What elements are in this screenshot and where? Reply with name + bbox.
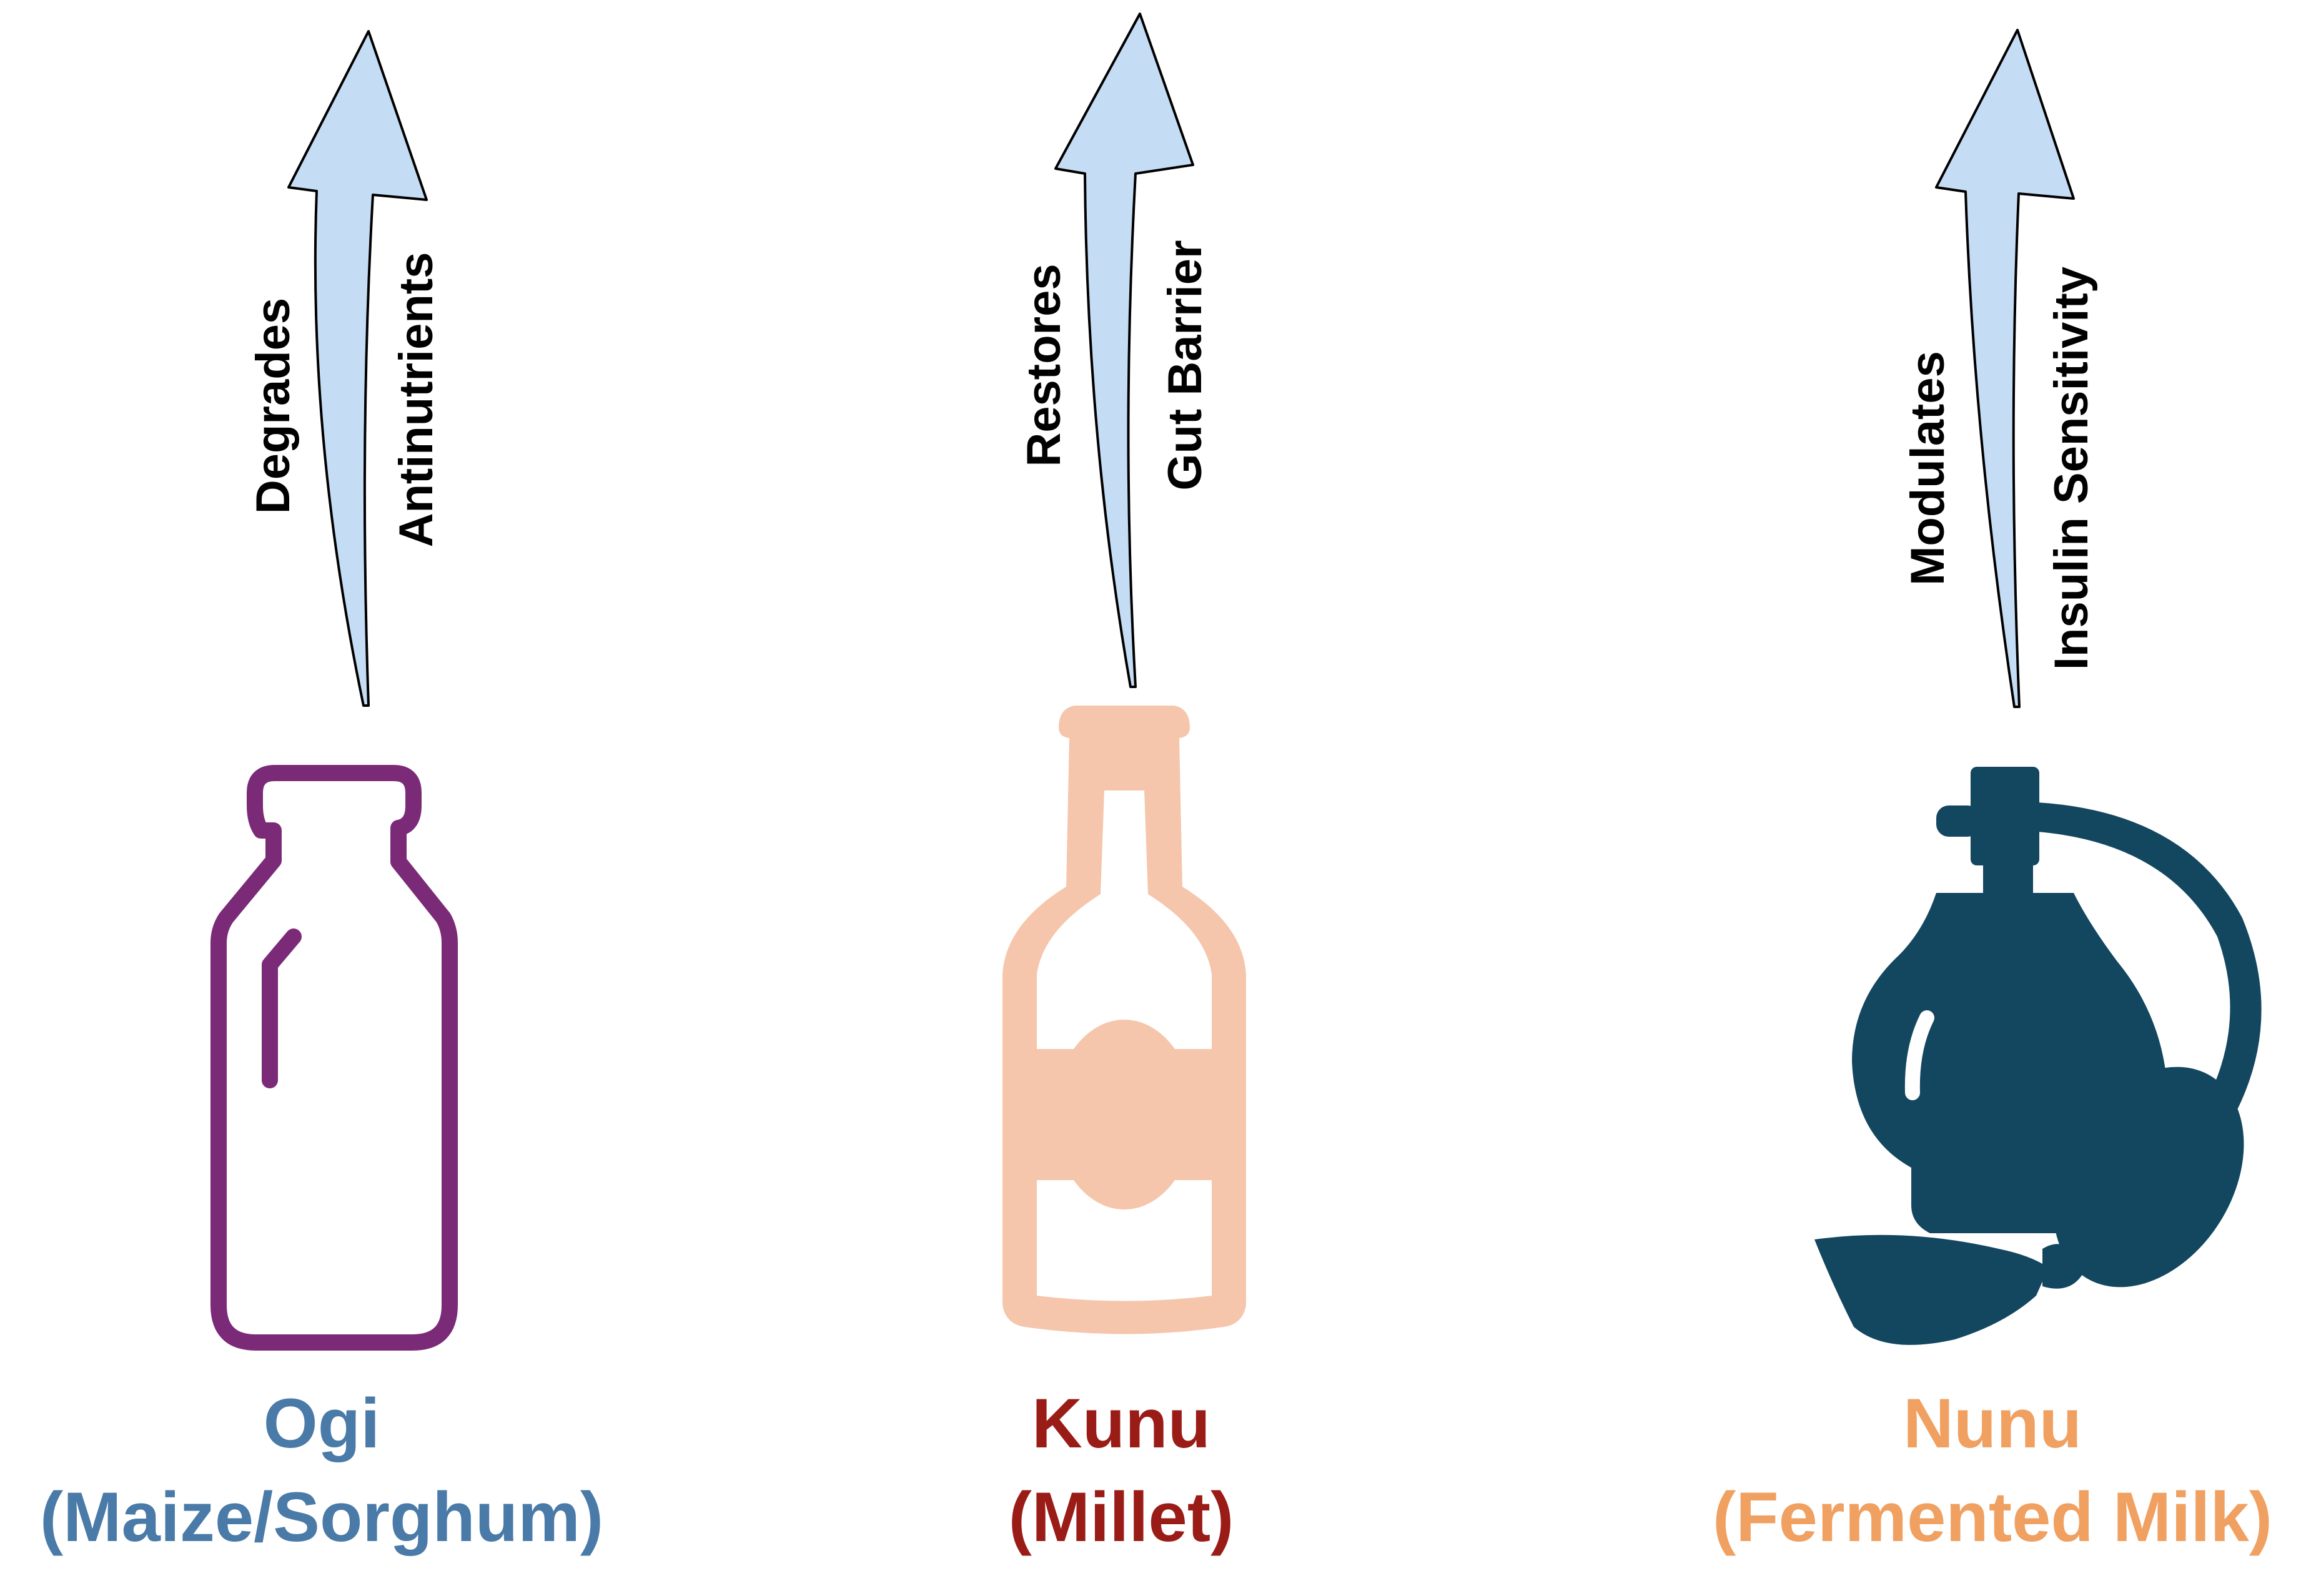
ogi-subtitle: (Maize/Sorghum) <box>40 1478 603 1556</box>
ogi-name: Ogi <box>264 1384 380 1462</box>
column-nunu: Modulates Insulin Sensitivity Nunu (Ferm… <box>1713 29 2272 1556</box>
nunu-name: Nunu <box>1903 1384 2082 1462</box>
kunu-arrow-text-line2: Gut Barrier <box>1159 240 1212 490</box>
ogi-arrow-text-line1: Degrades <box>247 298 300 514</box>
nunu-arrow-text-line2: Insulin Sensitivity <box>2045 267 2098 670</box>
nunu-arrow-text-line1: Modulates <box>1901 351 1954 586</box>
column-ogi: Degrades Antinutrients Ogi (Maize/Sorghu… <box>40 30 603 1556</box>
nunu-up-arrow-icon <box>1935 29 2075 708</box>
nunu-bulb-highlight <box>1904 1010 1934 1100</box>
kunu-arrow-text-line1: Restores <box>1017 264 1071 466</box>
column-kunu: Restores Gut Barrier Kunu (Millet) <box>1002 12 1246 1556</box>
perfume-atomizer-icon <box>1814 767 2262 1345</box>
kunu-name: Kunu <box>1032 1384 1210 1462</box>
kunu-up-arrow-icon <box>1054 12 1194 688</box>
ogi-arrow-text-line2: Antinutrients <box>390 252 443 548</box>
milk-bottle-outline-icon <box>210 765 458 1351</box>
ogi-up-arrow-icon <box>287 30 428 707</box>
nunu-subtitle: (Fermented Milk) <box>1713 1478 2272 1556</box>
beer-bottle-icon <box>1002 706 1246 1334</box>
kunu-subtitle: (Millet) <box>1009 1478 1234 1556</box>
